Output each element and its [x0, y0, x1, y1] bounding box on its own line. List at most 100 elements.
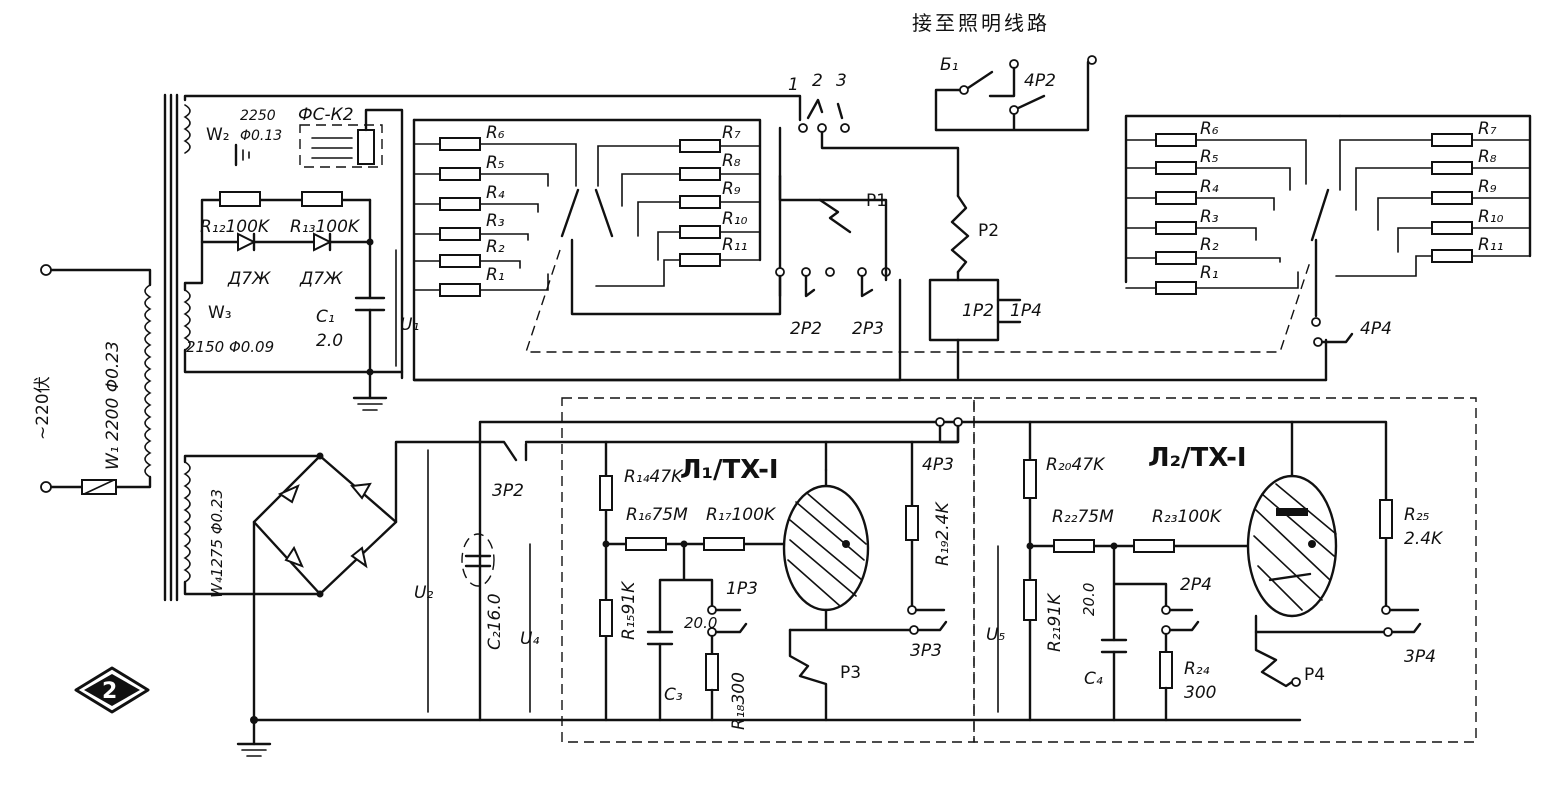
right-r1: R₁: [1200, 263, 1219, 283]
r13-resistor: [301, 191, 343, 207]
right-r5: R₅: [1200, 147, 1219, 167]
left-r1: R₁: [486, 265, 505, 285]
c1p2-label: 1P2: [962, 301, 994, 321]
tube-l2: [1246, 420, 1388, 634]
ground-icon-top: [352, 370, 388, 411]
r17-label: R₁₇100K: [706, 505, 777, 525]
right-r10: R₁₀: [1478, 207, 1504, 227]
right-r9: R₉: [1478, 177, 1497, 197]
r20-resistor: [1023, 459, 1037, 499]
c2p4-label: 2P4: [1180, 575, 1212, 595]
photo-resistor-housing: [299, 124, 383, 168]
r16-resistor: [625, 537, 667, 551]
switch-pos-2: 2: [812, 71, 823, 91]
r18-resistor: [705, 653, 719, 691]
r23-label: R₂₃100K: [1152, 507, 1223, 527]
left-r6: R₆: [486, 123, 505, 143]
fsk-label: ФС-К2: [298, 105, 354, 125]
c2p3-label: 2P3: [852, 319, 884, 339]
r25-label: R₂₅: [1404, 505, 1430, 525]
c2-capacitor-housing: [461, 533, 495, 587]
p3-label: P3: [840, 663, 861, 683]
lamp-icon: [234, 143, 250, 167]
ground-icon-bottom: [236, 718, 272, 757]
left-r3: R₃: [486, 211, 505, 231]
relay-p1-coil: [818, 198, 852, 234]
c1p4-label: 1P4: [1010, 301, 1042, 321]
u4-label: U₄: [520, 629, 539, 649]
lighting-circuit-title: 接至照明线路: [912, 11, 1050, 35]
tube-l1: [782, 468, 914, 632]
right-resistor-bank: [1124, 114, 1532, 382]
c3-value: 20.0: [684, 614, 717, 632]
r22-label: R₂₂75M: [1052, 507, 1114, 527]
p1-label: P1: [866, 191, 887, 211]
r14-label: R₁₄47K: [624, 467, 684, 487]
contacts-1p2-1p4: [928, 278, 1000, 342]
diode-d2-icon: [313, 232, 333, 252]
r24-label: R₂₄: [1184, 659, 1210, 679]
u1-label: U₁: [400, 315, 419, 335]
left-r9: R₉: [722, 179, 741, 199]
r15-resistor: [599, 599, 613, 637]
left-r5: R₅: [486, 153, 505, 173]
w2-turns: 2250: [240, 108, 276, 124]
r23-resistor: [1133, 539, 1175, 553]
relay-p4-coil: [1254, 630, 1294, 688]
r25-value: 2.4K: [1404, 529, 1444, 549]
r14-resistor: [599, 475, 613, 511]
c3p2-label: 3P2: [492, 481, 524, 501]
left-resistor-bank: [412, 118, 1328, 382]
w1-label: W₁ 2200 Φ0.23: [103, 341, 123, 470]
b1-label: Б₁: [940, 55, 958, 75]
mains-terminal-top: [40, 264, 52, 276]
p4-label: P4: [1304, 665, 1325, 685]
mains-terminal-bottom: [40, 481, 52, 493]
right-r8: R₈: [1478, 147, 1497, 167]
mains-voltage-label: ~220伏: [33, 376, 53, 440]
contacts-2p2-2p3: [775, 267, 891, 298]
w2-wire: Φ0.13: [240, 128, 282, 144]
w4-winding: [183, 461, 191, 583]
c2-label: C₂16.0: [485, 593, 505, 650]
stage2-tube-label: Л₂/TX-I: [1148, 443, 1247, 473]
c2p2-label: 2P2: [790, 319, 822, 339]
r15-label: R₁₅91K: [619, 580, 639, 640]
p2-label: P2: [978, 221, 999, 241]
r20-label: R₂₀47K: [1046, 455, 1106, 475]
u5-label: U₅: [986, 625, 1005, 645]
w3-winding: [183, 289, 191, 351]
r21-resistor: [1023, 579, 1037, 621]
c3p4-label: 3P4: [1404, 647, 1436, 667]
r19-label: R₁₉2.4K: [933, 501, 953, 566]
d1-label: Д7Ж: [227, 269, 271, 289]
left-r7: R₇: [722, 123, 741, 143]
right-r7: R₇: [1478, 119, 1497, 139]
right-r3: R₃: [1200, 207, 1219, 227]
c4p3-label: 4P3: [922, 455, 954, 475]
w2-winding: [183, 104, 191, 154]
r12-resistor: [219, 191, 261, 207]
right-r4: R₄: [1200, 177, 1219, 197]
left-r11: R₁₁: [722, 235, 747, 255]
lighting-switch-b1[interactable]: [934, 55, 1097, 132]
r25-resistor: [1379, 499, 1393, 539]
left-r8: R₈: [722, 151, 741, 171]
c4-label: C₄: [1084, 669, 1103, 689]
r17-resistor: [703, 537, 745, 551]
c1-value: 2.0: [316, 331, 343, 351]
r19-resistor: [905, 505, 919, 541]
c1p3-label: 1P3: [726, 579, 758, 599]
right-r11: R₁₁: [1478, 235, 1503, 255]
r22-resistor: [1053, 539, 1095, 553]
left-r10: R₁₀: [722, 209, 748, 229]
w3-label: W₃: [208, 303, 232, 323]
selector-switch[interactable]: [778, 98, 960, 198]
right-r2: R₂: [1200, 235, 1219, 255]
c4p2-label: 4P2: [1024, 71, 1056, 91]
stage2-boundary: [973, 397, 1477, 743]
r16-label: R₁₆75M: [626, 505, 688, 525]
d2-label: Д7Ж: [299, 269, 343, 289]
